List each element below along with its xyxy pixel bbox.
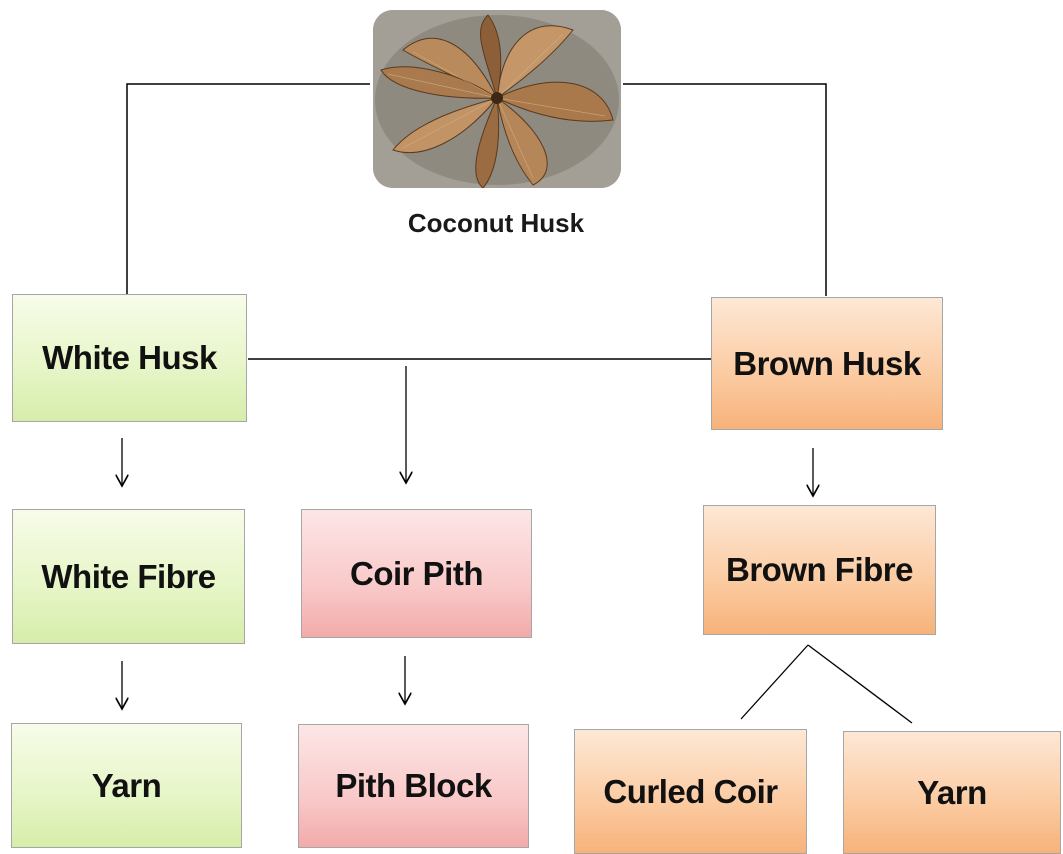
brown-husk-node: Brown Husk bbox=[711, 297, 943, 430]
curled-coir-node: Curled Coir bbox=[574, 729, 807, 854]
pith-block-node: Pith Block bbox=[298, 724, 529, 848]
white-fibre-node: White Fibre bbox=[12, 509, 245, 644]
brown-fibre-label: Brown Fibre bbox=[726, 551, 913, 589]
white-husk-label: White Husk bbox=[42, 339, 217, 377]
brown-yarn-node: Yarn bbox=[843, 731, 1061, 854]
pith-block-label: Pith Block bbox=[335, 767, 491, 805]
white-yarn-label: Yarn bbox=[92, 767, 162, 805]
connector-brown-fibre-to-curled-coir bbox=[741, 645, 808, 719]
coir-pith-node: Coir Pith bbox=[301, 509, 532, 638]
connector-husk-to-white-husk bbox=[127, 84, 370, 294]
coir-pith-label: Coir Pith bbox=[350, 555, 483, 593]
brown-yarn-label: Yarn bbox=[917, 774, 987, 812]
curled-coir-label: Curled Coir bbox=[603, 773, 777, 811]
white-husk-node: White Husk bbox=[12, 294, 247, 422]
white-yarn-node: Yarn bbox=[11, 723, 242, 848]
connector-husk-to-brown-husk bbox=[623, 84, 826, 296]
coconut-husk-caption: Coconut Husk bbox=[340, 208, 652, 239]
white-fibre-label: White Fibre bbox=[41, 558, 215, 596]
brown-fibre-node: Brown Fibre bbox=[703, 505, 936, 635]
brown-husk-label: Brown Husk bbox=[733, 345, 921, 383]
connector-brown-fibre-to-brown-yarn bbox=[808, 645, 912, 723]
coconut-husk-photo bbox=[373, 10, 621, 188]
